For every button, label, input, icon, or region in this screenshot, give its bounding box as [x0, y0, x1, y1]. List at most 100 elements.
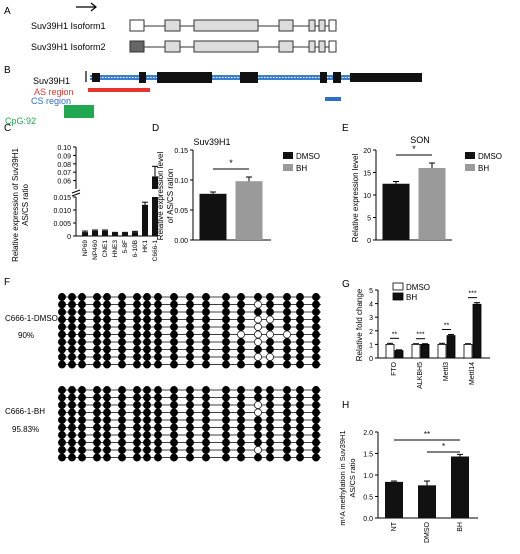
- as-region-label: AS region: [34, 87, 74, 97]
- isoform2-gene-model: [129, 40, 337, 53]
- bh-methylated-cpg: [312, 393, 320, 402]
- bh-methylated-cpg: [186, 431, 194, 439]
- bh-methylated-cpg: [143, 423, 151, 432]
- chart-e-ylabel: Relative expression level: [351, 154, 360, 243]
- bh-methylated-cpg: [170, 386, 178, 394]
- e-legend-label: DMSO: [478, 152, 502, 161]
- dmso-methylated-cpg: [68, 308, 76, 316]
- dmso-unmethylated-cpg: [254, 330, 262, 339]
- dmso-methylated-cpg: [296, 323, 304, 331]
- dmso-methylated-cpg: [118, 323, 126, 331]
- dmso-unmethylated-cpg: [254, 323, 262, 331]
- g-category-label: FTO: [391, 361, 398, 375]
- dmso-methylated-cpg: [143, 360, 151, 369]
- bh-methylated-cpg: [312, 386, 320, 394]
- bh-methylated-cpg: [186, 393, 194, 402]
- dmso-methylated-cpg: [266, 338, 274, 346]
- g-category-label: Mettl3: [443, 362, 450, 381]
- dmso-methylated-cpg: [93, 338, 101, 346]
- bh-methylated-cpg: [133, 431, 141, 439]
- chart-g-ylabel: Relative fold change: [355, 288, 364, 361]
- dmso-methylated-cpg: [143, 308, 151, 316]
- dmso-methylated-cpg: [154, 353, 162, 361]
- methylation-group1-label: C666-1-DMSO: [5, 314, 58, 323]
- bh-methylated-cpg: [143, 408, 151, 417]
- dmso-methylated-cpg: [296, 338, 304, 346]
- dmso-methylated-cpg: [103, 308, 111, 316]
- dmso-unmethylated-cpg: [266, 353, 274, 361]
- bh-methylated-cpg: [222, 401, 230, 409]
- dmso-unmethylated-cpg: [266, 315, 274, 324]
- dmso-methylated-cpg: [202, 360, 210, 369]
- bh-methylated-cpg: [202, 416, 210, 424]
- bh-methylated-cpg: [58, 453, 66, 462]
- dmso-methylated-cpg: [283, 360, 291, 369]
- dmso-methylated-cpg: [103, 360, 111, 369]
- d-legend-label: BH: [296, 164, 307, 173]
- bh-methylated-cpg: [93, 408, 101, 417]
- g-legend-label: DMSO: [406, 283, 430, 292]
- dmso-methylated-cpg: [143, 345, 151, 354]
- bh-methylated-cpg: [170, 393, 178, 402]
- bh-methylated-cpg: [93, 431, 101, 439]
- h-bar: [385, 481, 403, 518]
- dmso-methylated-cpg: [93, 300, 101, 309]
- bh-methylated-cpg: [143, 438, 151, 447]
- bh-methylated-cpg: [78, 446, 86, 454]
- chart-c-ylabel-2: AS/CS ratio: [21, 184, 30, 226]
- h-category-label: DMSO: [424, 521, 431, 543]
- c-ytick-label: 0.10: [57, 145, 71, 152]
- bh-methylated-cpg: [154, 386, 162, 394]
- bh-methylated-cpg: [143, 446, 151, 454]
- bh-methylated-cpg: [118, 431, 126, 439]
- dmso-methylated-cpg: [133, 300, 141, 309]
- c-bar: [82, 232, 88, 236]
- c-ytick-label: 0.09: [57, 153, 71, 160]
- bh-methylated-cpg: [202, 431, 210, 439]
- h-category-label: NT: [391, 521, 398, 531]
- dmso-methylated-cpg: [222, 345, 230, 354]
- gene-label: Suv39H1: [33, 76, 70, 86]
- e-ytick-label: 0: [367, 238, 371, 245]
- dmso-methylated-cpg: [118, 353, 126, 361]
- dmso-methylated-cpg: [202, 345, 210, 354]
- dmso-methylated-cpg: [237, 323, 245, 331]
- bh-unmethylated-cpg: [254, 401, 262, 409]
- bh-methylated-cpg: [103, 423, 111, 432]
- dmso-methylated-cpg: [68, 345, 76, 354]
- bh-methylated-cpg: [170, 446, 178, 454]
- dmso-methylated-cpg: [202, 293, 210, 301]
- d-ytick-label: 0.00: [174, 238, 188, 245]
- bh-methylated-cpg: [237, 453, 245, 462]
- bh-methylated-cpg: [296, 393, 304, 402]
- dmso-methylated-cpg: [93, 323, 101, 331]
- d-ytick-label: 0.15: [174, 148, 188, 155]
- dmso-methylated-cpg: [170, 330, 178, 339]
- dmso-methylated-cpg: [154, 360, 162, 369]
- bh-methylated-cpg: [254, 393, 262, 402]
- bh-methylated-cpg: [103, 401, 111, 409]
- h-bar: [418, 485, 436, 518]
- isoform2-label: Suv39H1 Isoform2: [31, 42, 106, 52]
- c-bar: [102, 230, 108, 236]
- c-category-label: NP69: [82, 240, 89, 257]
- bh-methylated-cpg: [312, 423, 320, 432]
- d-bar: [235, 181, 263, 240]
- panel-e-letter: E: [342, 123, 349, 134]
- h-ytick-label: 0.0: [363, 516, 373, 523]
- bh-methylated-cpg: [296, 416, 304, 424]
- dmso-methylated-cpg: [133, 330, 141, 339]
- bh-methylated-cpg: [68, 408, 76, 417]
- dmso-methylated-cpg: [296, 300, 304, 309]
- dmso-unmethylated-cpg: [254, 353, 262, 361]
- bh-methylated-cpg: [237, 438, 245, 447]
- dmso-methylated-cpg: [68, 323, 76, 331]
- bh-unmethylated-cpg: [254, 408, 262, 417]
- g-legend-swatch: [392, 282, 404, 291]
- bh-methylated-cpg: [266, 423, 274, 432]
- bh-methylated-cpg: [103, 431, 111, 439]
- dmso-methylated-cpg: [78, 360, 86, 369]
- dmso-methylated-cpg: [296, 293, 304, 301]
- dmso-methylated-cpg: [78, 308, 86, 316]
